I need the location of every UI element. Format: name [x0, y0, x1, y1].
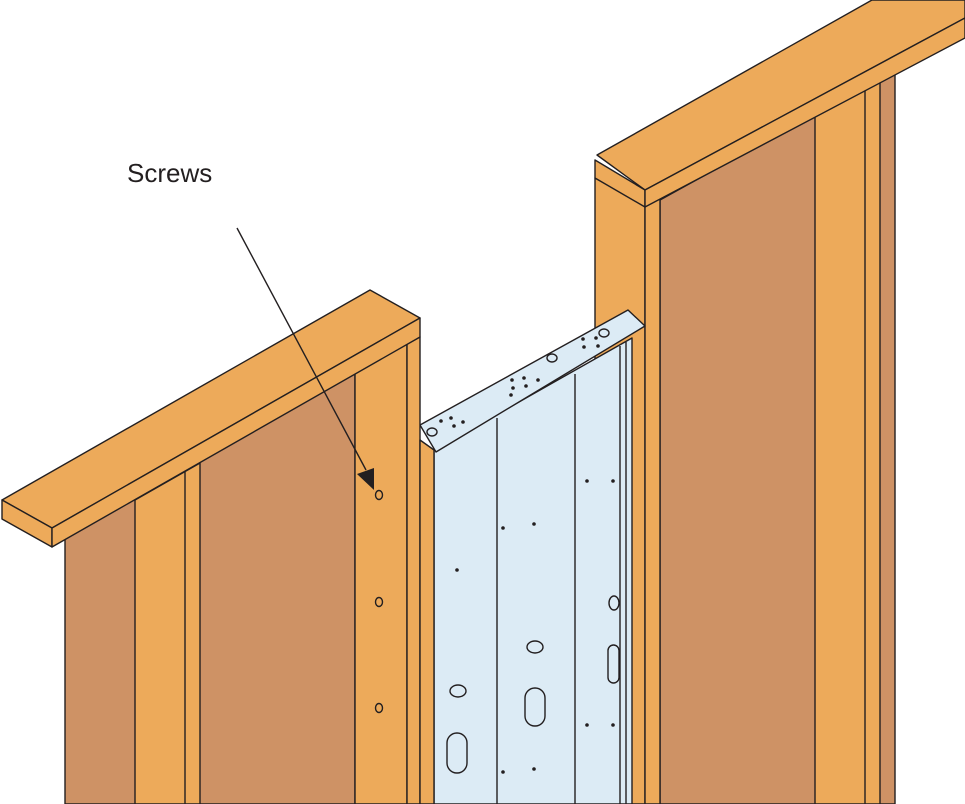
right-wall	[594, 0, 965, 804]
screw-icon	[374, 489, 384, 501]
screws-label: Screws	[127, 158, 213, 188]
screws-leader	[236, 227, 374, 490]
right-end-stud-side	[644, 197, 661, 804]
left-end-stud-inner	[419, 439, 435, 804]
left-end-stud-side	[406, 336, 421, 804]
right-top-plate-top	[596, 0, 965, 191]
right-interior-stud	[814, 71, 881, 804]
screw-icon	[374, 702, 384, 714]
left-top-plate-side	[51, 317, 421, 548]
left-end-stud	[354, 343, 408, 804]
left-wall	[1, 289, 435, 804]
right-top-plate-side	[644, 17, 965, 208]
metal-strap	[419, 309, 646, 804]
screws	[374, 489, 384, 714]
left-interior-stud	[134, 462, 201, 804]
strap-holes	[426, 328, 620, 774]
strap-flange	[419, 309, 646, 453]
screw-icon	[374, 596, 384, 608]
